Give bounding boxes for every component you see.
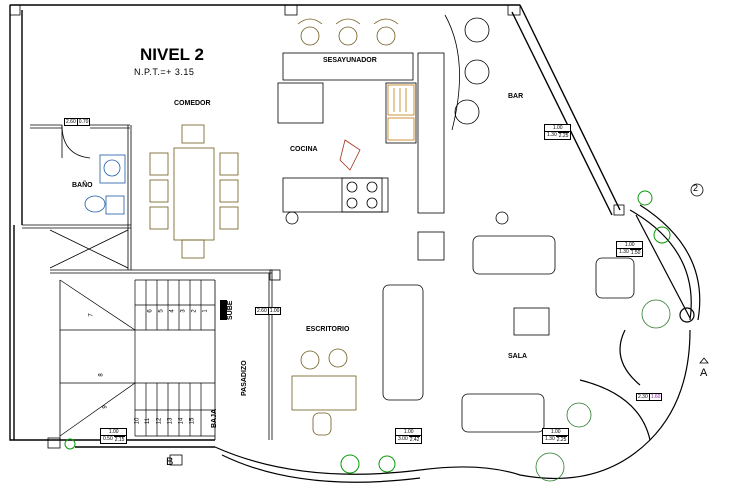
- room-label-cocina: COCINA: [290, 146, 318, 153]
- room-label-escritorio: ESCRITORIO: [306, 326, 350, 333]
- stair-step-number: 2: [191, 309, 198, 313]
- stair-step-number: 1: [202, 309, 209, 313]
- room-label-sesayunador: SESAYUNADOR: [323, 57, 377, 64]
- dining-table: [149, 124, 239, 259]
- staircase: [59, 279, 215, 437]
- breakfast-stools: [297, 18, 399, 46]
- stair-step-number: 15: [189, 417, 196, 425]
- stair-step-number: 14: [178, 417, 185, 425]
- stair-step-number: 10: [134, 417, 141, 425]
- stair-step-number: 7: [88, 313, 95, 317]
- structural-columns: [9, 4, 625, 466]
- stair-step-number: 11: [145, 417, 152, 425]
- axis-label-2: 2: [693, 183, 699, 193]
- bathroom-door: [61, 124, 91, 159]
- living-sofas: [382, 235, 635, 433]
- office-desk: [291, 348, 357, 436]
- bar-stools: [444, 14, 490, 131]
- axis-markers: [690, 183, 709, 364]
- curved-walls: [214, 204, 701, 483]
- bathroom-fixtures: [84, 154, 126, 215]
- stair-step-number: 8: [98, 373, 105, 377]
- round-side-tables: [535, 299, 671, 482]
- plan-title: NIVEL 2: [140, 45, 204, 64]
- room-label-bano: BAÑO: [72, 182, 93, 189]
- axis-label-b: B: [166, 456, 174, 468]
- stair-step-number: 4: [169, 309, 176, 313]
- interior-walls: [22, 124, 273, 440]
- level-elevation: N.P.T.=+ 3.15: [134, 67, 195, 77]
- stair-step-number: 3: [180, 309, 187, 313]
- kitchen-sink: [339, 84, 415, 171]
- sube-door-hatch: [220, 300, 227, 320]
- exterior-walls: [9, 4, 621, 448]
- stair-step-number: 13: [167, 417, 174, 425]
- kitchen-counters: [277, 52, 509, 261]
- stair-step-number: 12: [156, 417, 163, 425]
- axis-label-a: A: [700, 367, 708, 379]
- room-label-bar: BAR: [508, 93, 524, 100]
- room-label-pasadizo: PASADIZO: [241, 360, 248, 396]
- stair-step-number: 5: [158, 309, 165, 313]
- stair-step-number: 6: [147, 309, 154, 313]
- stair-step-number: 9: [102, 405, 109, 409]
- room-label-sala: SALA: [508, 353, 528, 360]
- plants: [64, 190, 671, 474]
- stair-label-baja: BAJA: [211, 408, 218, 428]
- stair-label-sube: SUBE: [227, 300, 234, 320]
- room-label-comedor: COMEDOR: [174, 100, 211, 107]
